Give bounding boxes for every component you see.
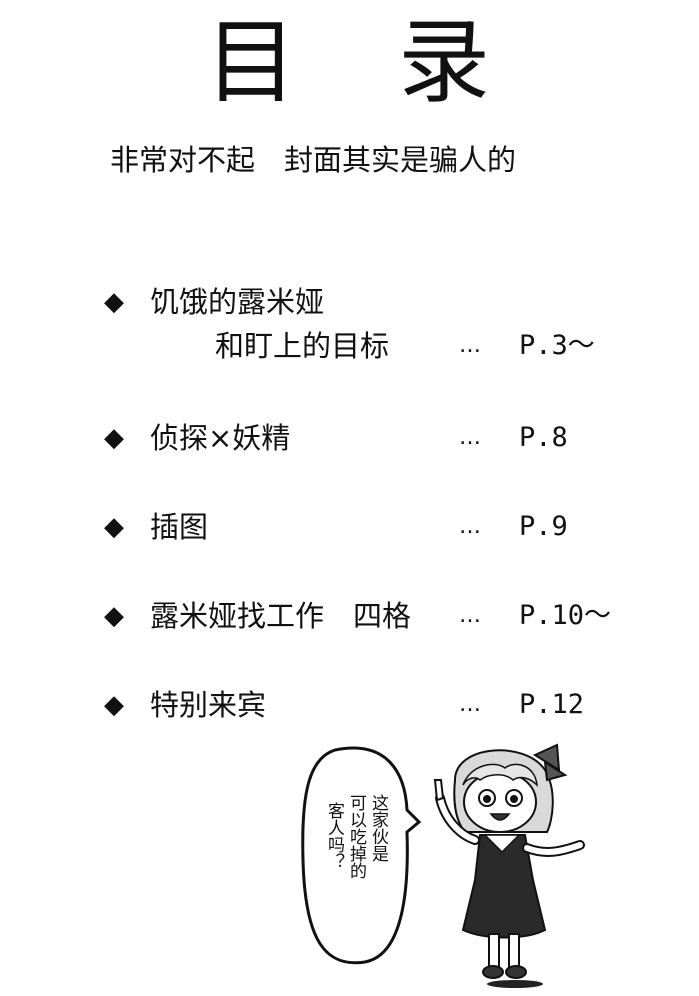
entry-title: 露米娅找工作 四格: [150, 599, 412, 633]
shadow: [487, 980, 543, 988]
toc-entry: ◆ 饥饿的露米娅: [0, 282, 699, 332]
leader-dots: …: [459, 333, 482, 358]
face: [463, 771, 537, 833]
toc-entry: ◆ 侦探×妖精 … P.8: [0, 418, 699, 468]
entry-title-line-2: 和盯上的目标: [215, 329, 390, 363]
title-char-1: 目: [205, 9, 298, 116]
diamond-bullet-icon: ◆: [104, 601, 124, 631]
shoe-left: [482, 965, 504, 979]
subtitle: 非常对不起 封面其实是骗人的: [110, 143, 517, 177]
diamond-bullet-icon: ◆: [104, 512, 124, 542]
leader-dots: …: [459, 603, 482, 628]
speech-text-column-2: 可以吃掉的: [346, 794, 366, 879]
title-char-2: 录: [398, 9, 491, 116]
speech-text-column-1: 这家伙是: [368, 794, 388, 862]
speech-text-column-3: 客人吗？: [324, 802, 344, 870]
toc-entry: ◆ 插图 … P.9: [0, 507, 699, 557]
toc-entry-continuation: 和盯上的目标 … P.3～: [0, 326, 699, 376]
page-number: P.12: [519, 689, 585, 720]
speech-bubble: [301, 746, 422, 965]
leader-dots: …: [459, 514, 482, 539]
toc-entry: ◆ 露米娅找工作 四格 … P.10～: [0, 596, 699, 646]
table-of-contents: ◆ 饥饿的露米娅 和盯上的目标 … P.3～ ◆ 侦探×妖精 … P.8 ◆ 插…: [0, 282, 699, 735]
entry-title: 插图: [150, 510, 209, 544]
page-title: 目 录: [0, 8, 699, 118]
entry-title: 饥饿的露米娅: [150, 285, 325, 319]
diamond-bullet-icon: ◆: [104, 690, 124, 720]
page-number: P.10～: [519, 600, 612, 631]
pointing-finger: [433, 779, 445, 802]
mouth: [489, 813, 511, 821]
toc-entry: ◆ 特别来宾 … P.12: [0, 685, 699, 735]
rumia-illustration: [301, 743, 585, 988]
ribbon-icon: [532, 743, 568, 782]
collar: [483, 834, 521, 854]
page-number: P.3～: [519, 330, 595, 361]
entry-title: 侦探×妖精: [150, 421, 291, 455]
leg-right: [508, 933, 520, 969]
diamond-bullet-icon: ◆: [104, 287, 124, 317]
page-number: P.9: [519, 511, 568, 542]
diamond-bullet-icon: ◆: [104, 423, 124, 453]
leader-dots: …: [459, 692, 482, 717]
entry-title: 特别来宾: [150, 688, 267, 722]
page-number: P.8: [519, 422, 568, 453]
character-illustration: 这家伙是 可以吃掉的 客人吗？: [295, 740, 625, 992]
leader-dots: …: [459, 425, 482, 450]
leg-left: [488, 933, 500, 969]
shoe-right: [505, 965, 527, 979]
